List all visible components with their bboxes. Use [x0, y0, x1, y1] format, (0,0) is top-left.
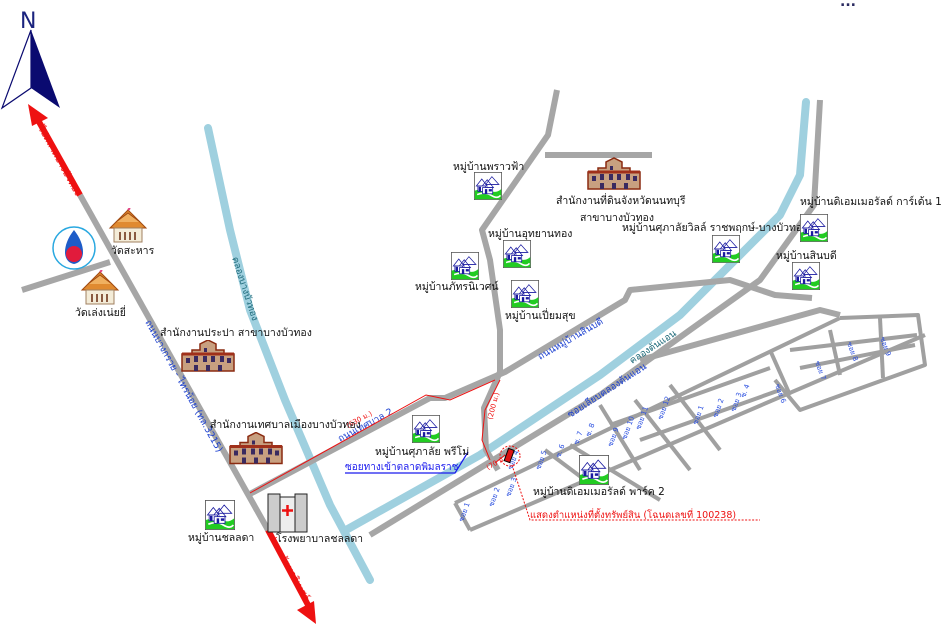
office-building-icon	[586, 157, 642, 191]
ptt-logo-icon	[52, 226, 96, 270]
label-land-office-branch: สาขาบางบัวทอง	[580, 212, 654, 224]
label-v-praowfa: หมู่บ้านพราวฟ้า	[453, 161, 524, 173]
label-v-chonlada: หมู่บ้านชลลดา	[188, 532, 254, 544]
label-v-supalai-ville: หมู่บ้านศุภาลัยวิลล์ ราชพฤกษ์-บางบัวทอง	[622, 221, 807, 234]
road-network	[21, 89, 841, 538]
temple-icon	[109, 208, 147, 243]
svg-text:ซอย 2: ซอย 2	[487, 486, 501, 507]
header-partial-text: ...	[840, 0, 856, 10]
village-icon	[799, 214, 829, 242]
direction-arrow-north-icon	[28, 104, 83, 197]
canal-bang-bua-thong	[204, 124, 374, 584]
village-icon	[450, 252, 480, 280]
market-entry-pointer	[345, 451, 469, 474]
village-icon	[791, 262, 821, 290]
label-wat-sahan: วัดสะหาร	[111, 245, 155, 257]
label-wat-leng: วัดเล่งเน่ยยี่	[75, 305, 126, 319]
label-municipality: สำนักงานเทศบาลเมืองบางบัวทอง	[210, 418, 361, 431]
direction-arrow-south-icon	[265, 528, 316, 624]
label-sinbodi-road: ถนนหมู่บ้านสินบดี	[536, 315, 606, 362]
office-building-icon	[228, 432, 284, 465]
village-icon	[711, 235, 741, 263]
village-icon	[204, 500, 236, 530]
label-v-emerald2: หมู่บ้านดิเอมเมอรัลด์ พาร์ค 2	[533, 485, 665, 498]
label-v-emerald1: หมู่บ้านดิเอมเมอรัลด์ การ์เด้น 1	[800, 195, 942, 208]
svg-text:ซอย 1: ซอย 1	[691, 404, 705, 425]
village-icon	[502, 240, 532, 268]
label-waterworks: สำนักงานประปา สาขาบางบัวทอง	[160, 327, 312, 339]
label-v-sinbodi: หมู่บ้านสินบดี	[776, 249, 837, 262]
north-arrow-icon: N	[0, 9, 60, 110]
label-hospital: โรงพยาบาลชลลดา	[276, 532, 363, 545]
property-note: แสดงตำแหน่งที่ตั้งทรัพย์สิน (โฉนดเลขที่ …	[530, 508, 736, 521]
office-building-icon	[180, 340, 236, 372]
label-canal-bang-bua-thong: คลองบางบัวทอง	[229, 256, 260, 323]
svg-text:ซอย 1: ซอย 1	[457, 501, 471, 522]
hospital-icon	[267, 493, 308, 533]
label-v-supalai-primo: หมู่บ้านศุภาลัย พรีโม่	[375, 445, 469, 458]
property-marker-icon[interactable]	[499, 445, 760, 521]
label-market-entry[interactable]: ซอยทางเข้าตลาดพิมลราช	[345, 461, 459, 473]
compass-label: N	[20, 9, 36, 34]
label-v-phatra: หมู่บ้านภัทรนิเวศน์	[415, 280, 499, 293]
svg-text:ซ. 4: ซ. 4	[739, 383, 751, 399]
label-v-utthayan: หมู่บ้านอุทยานทอง	[488, 228, 572, 240]
svg-text:ซอย 2: ซอย 2	[711, 397, 725, 418]
temple-icon	[81, 270, 119, 305]
label-land-office: สำนักงานที่ดินจังหวัดนนทบุรี	[556, 193, 686, 207]
label-v-piam: หมู่บ้านเปี่ยมสุข	[505, 308, 576, 322]
village-icon	[473, 172, 503, 200]
village-icon	[411, 415, 441, 443]
village-icon	[578, 455, 610, 485]
village-icon	[510, 280, 540, 308]
label-to-north: ไปตลาดบางบัวทอง	[35, 123, 84, 198]
